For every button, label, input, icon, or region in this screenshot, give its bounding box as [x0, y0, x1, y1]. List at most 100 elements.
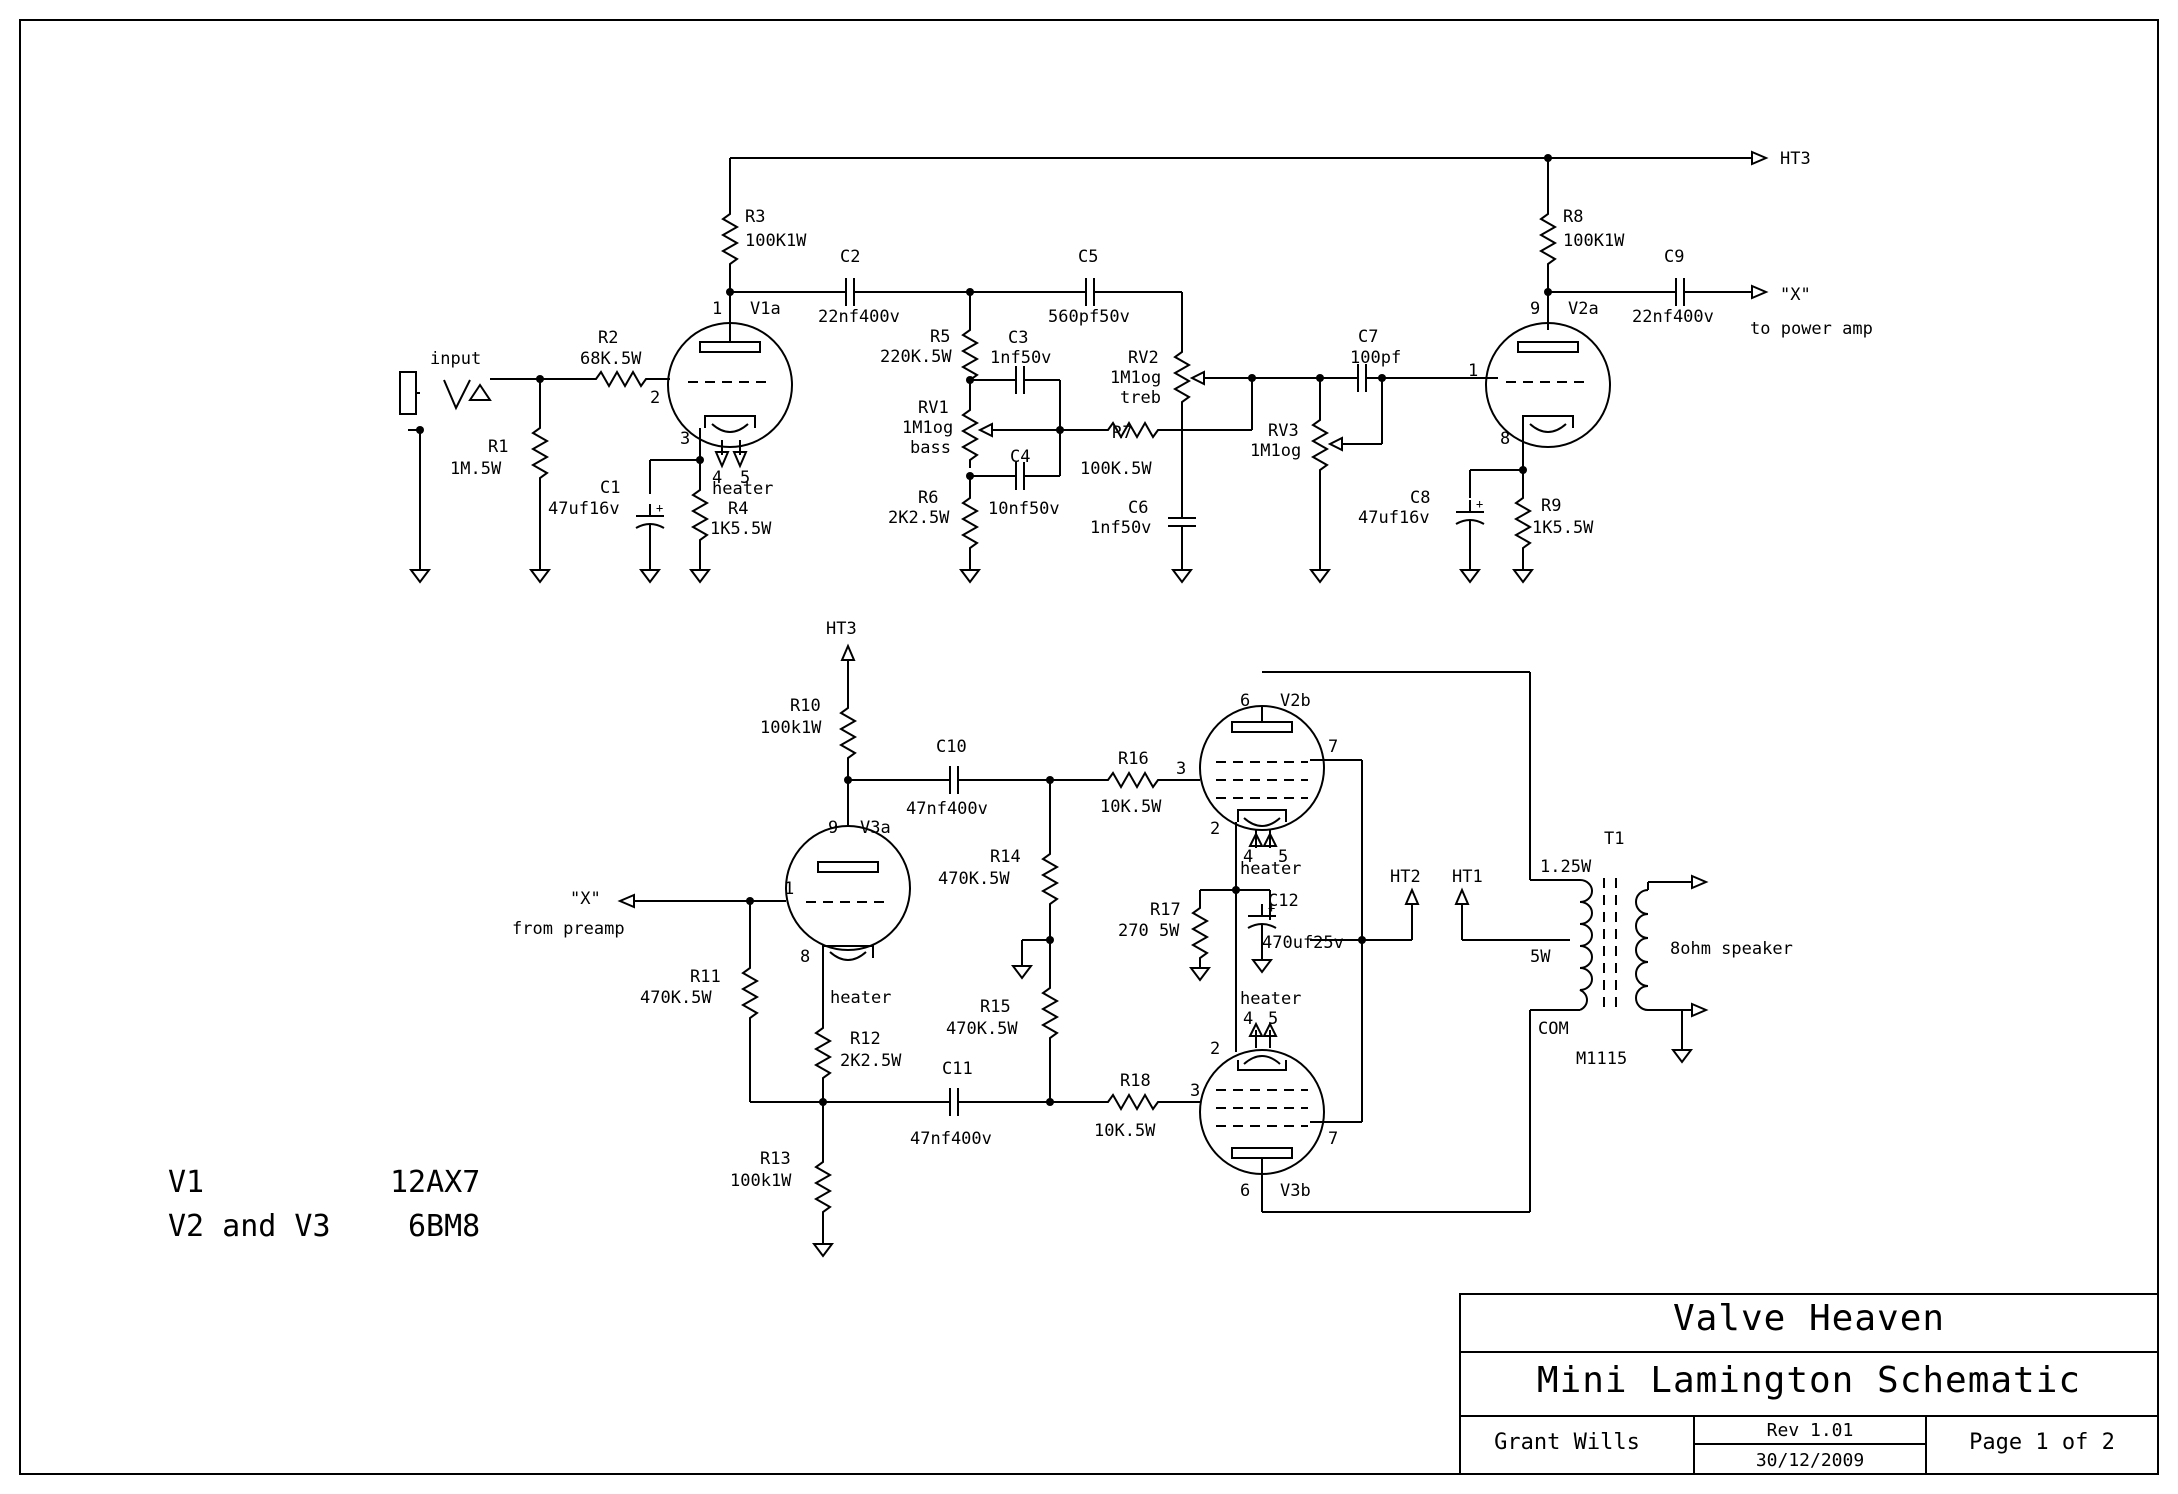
- resistors-r18-ref-label: R18: [1120, 1071, 1151, 1091]
- resistors-r11-ref-label: R11: [690, 967, 721, 987]
- capacitors-c4-ref-label: C4: [1010, 447, 1030, 467]
- tubes-v1a-grid-label: 2: [650, 388, 660, 408]
- tube_list-0-tube-label: V1: [168, 1165, 204, 1200]
- x-out-note: to power amp: [1750, 319, 1873, 339]
- date: 30/12/2009: [1756, 1450, 1864, 1471]
- resistors-r7-ref-label: R7: [1112, 423, 1132, 443]
- tubes-v2a-cathode-label: 8: [1500, 429, 1510, 449]
- r14-r15-divider: R14 470K.5W R15 470K.5W: [938, 780, 1058, 1102]
- tubes-v3b-h5-label: 5: [1268, 1009, 1278, 1029]
- pots-rv2-ref-label: RV2: [1128, 348, 1159, 368]
- pots-rv2-note-label: treb: [1120, 388, 1161, 408]
- tube_list-1-tube-label: V2 and V3: [168, 1209, 331, 1244]
- v3a-tube: 9 V3a 1 8 heater: [784, 818, 911, 1008]
- capacitors-c7-ref-label: C7: [1358, 327, 1378, 347]
- resistors-r2-value-label: 68K.5W: [580, 349, 642, 369]
- resistors-r14-ref-label: R14: [990, 847, 1021, 867]
- tubes-v3b-h4-label: 4: [1243, 1009, 1253, 1029]
- v1a-tube: 1 V1a 2 3 4 5 heater: [650, 299, 793, 499]
- tubes-v2b-heater-label: heater: [1240, 859, 1301, 879]
- resistors-r10-ref-label: R10: [790, 696, 821, 716]
- author: Grant Wills: [1494, 1430, 1640, 1455]
- resistors-r4-ref-label: R4: [728, 499, 748, 519]
- capacitors-c4-value-label: 10nf50v: [988, 499, 1060, 519]
- c11-line: C11 47nf400v R18 10K.5W: [910, 1059, 1200, 1149]
- input-jack: input: [399, 349, 588, 583]
- capacitors-c10-ref-label: C10: [936, 737, 967, 757]
- tubes-v3b-screen-label: 7: [1328, 1129, 1338, 1149]
- resistors-r3-value-label: 100K1W: [745, 231, 807, 251]
- ht3-top: HT3 R10 100k1W: [760, 619, 857, 826]
- v1-cathode-network: C1 47uf16v R4 1K5.5W: [548, 428, 772, 583]
- capacitors-c10-value-label: 47nf400v: [906, 799, 988, 819]
- resistors-r17-value-label: 270 5W: [1118, 921, 1180, 941]
- tubes-v1a-h5-label: 5: [740, 468, 750, 488]
- transformer-model-label: M1115: [1576, 1049, 1627, 1069]
- v2b-tube: 6 V2b 3 2 7 4 5 heater: [1176, 691, 1363, 1122]
- c2-capacitor: C2 22nf400v: [726, 247, 970, 327]
- ht3-right-label: HT3: [1780, 149, 1811, 169]
- tone-stack: C5 560pf50v R5 220K.5W C3 1nf50v RV1 1M1…: [880, 247, 1256, 583]
- tubes-v3a-grid-label: 1: [784, 879, 794, 899]
- resistors-r6-ref-label: R6: [918, 488, 938, 508]
- tubes-v1a-plate-label: 1: [712, 299, 722, 319]
- r2-resistor: R2 68K.5W: [580, 328, 670, 387]
- c10-line: C10 47nf400v R16 10K.5W: [844, 737, 1200, 819]
- r17-c12-network: R17 270 5W C12 470uf25v: [1118, 822, 1412, 1052]
- capacitors-c7-value-label: 100pf: [1350, 348, 1401, 368]
- resistors-r13-value-label: 100k1W: [730, 1171, 792, 1191]
- tubes-v3a-plate-label: 9: [828, 818, 838, 838]
- r3-resistor: R3 100K1W: [722, 158, 807, 330]
- tubes-v2a-plate-label: 9: [1530, 299, 1540, 319]
- resistors-r12-ref-label: R12: [850, 1029, 881, 1049]
- capacitors-c1-value-label: 47uf16v: [548, 499, 620, 519]
- resistors-r11-value-label: 470K.5W: [640, 988, 712, 1008]
- nets-in_x-label: "X": [570, 889, 601, 909]
- resistors-r10-value-label: 100k1W: [760, 718, 822, 738]
- tubes-v2b-cathode-label: 2: [1210, 819, 1220, 839]
- tubes-v3b-cathode-label: 2: [1210, 1039, 1220, 1059]
- resistors-r4-value-label: 1K5.5W: [710, 519, 772, 539]
- tube_list-0-type-label: 12AX7: [390, 1165, 480, 1200]
- resistors-r9-value-label: 1K5.5W: [1532, 518, 1594, 538]
- pots-rv1-ref-label: RV1: [918, 398, 949, 418]
- tube_list-1-type-label: 6BM8: [408, 1209, 480, 1244]
- ht2-ht1: HT2 HT1: [1390, 867, 1570, 941]
- c7-rv3-network: C7 100pf RV3 1M1og: [1250, 327, 1498, 583]
- capacitors-c9-ref-label: C9: [1664, 247, 1684, 267]
- tubes-v2a-name-label: V2a: [1568, 299, 1599, 319]
- capacitors-c1-ref-label: C1: [600, 478, 620, 498]
- transformer-secondary-label: 8ohm speaker: [1670, 939, 1793, 959]
- capacitors-c8-value-label: 47uf16v: [1358, 508, 1430, 528]
- r1-resistor: R1 1M.5W: [450, 375, 550, 583]
- ht3-rail: HT3: [730, 149, 1811, 169]
- v3b-tube: 6 V3b 3 2 7 4 5 heater: [1190, 989, 1362, 1212]
- nets-ht2-label: HT2: [1390, 867, 1421, 887]
- tubes-v2b-name-label: V2b: [1280, 691, 1311, 711]
- capacitors-c12-value-label: 470uf25v: [1262, 933, 1344, 953]
- capacitors-c3-value-label: 1nf50v: [990, 348, 1051, 368]
- pots-rv1-note-label: bass: [910, 438, 951, 458]
- x-out-label: "X": [1780, 285, 1811, 305]
- nets-in_x_note-label: from preamp: [512, 919, 625, 939]
- title-block: Valve Heaven Mini Lamington Schematic Gr…: [1459, 1293, 2159, 1475]
- input-label: input: [430, 349, 481, 369]
- capacitors-c8-ref-label: C8: [1410, 488, 1430, 508]
- tubes-v3b-heater-label: heater: [1240, 989, 1301, 1009]
- schematic-title: Mini Lamington Schematic: [1537, 1360, 2081, 1401]
- output-transformer: T1 1.25W 5W COM 8ohm speaker M1115: [1262, 671, 1793, 1213]
- capacitors-c5-ref-label: C5: [1078, 247, 1098, 267]
- tubes-v2b-h5-label: 5: [1278, 847, 1288, 867]
- transformer-tap_top-label: 1.25W: [1540, 857, 1592, 877]
- tubes-v3b-plate-label: 6: [1240, 1181, 1250, 1201]
- transformer-tap_mid-label: 5W: [1530, 947, 1551, 967]
- tubes-v3b-grid-label: 3: [1190, 1081, 1200, 1101]
- tubes-v3a-cathode-label: 8: [800, 947, 810, 967]
- c9-output: C9 22nf400v "X" to power amp: [1544, 247, 1873, 339]
- capacitors-c6-ref-label: C6: [1128, 498, 1148, 518]
- resistors-r13-ref-label: R13: [760, 1149, 791, 1169]
- resistors-r18-value-label: 10K.5W: [1094, 1121, 1156, 1141]
- capacitors-c11-ref-label: C11: [942, 1059, 973, 1079]
- tubes-v1a-cathode-label: 3: [680, 429, 690, 449]
